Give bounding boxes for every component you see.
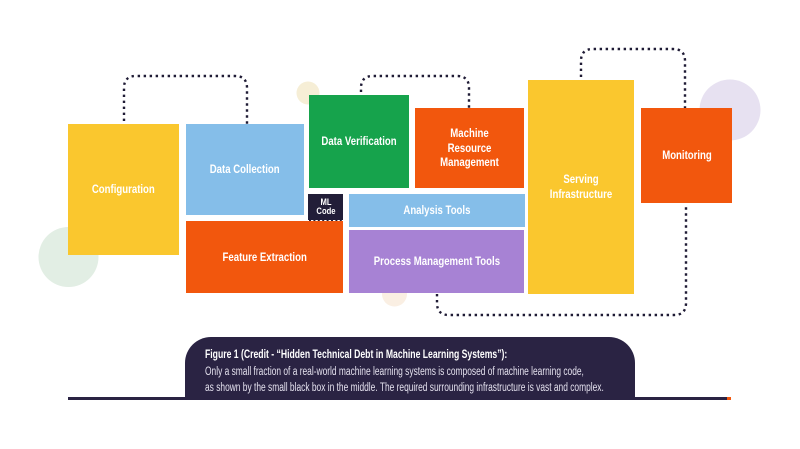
figure-caption: Figure 1 (Credit - “Hidden Technical Deb… — [185, 337, 635, 397]
box-serving-infrastructure: Serving Infrastructure — [528, 80, 634, 294]
box-ml-code: ML Code — [308, 194, 343, 220]
box-feature-extraction-label: Feature Extraction — [222, 249, 307, 264]
box-process-management-tools-label: Process Management Tools — [373, 254, 500, 269]
box-configuration-label: Configuration — [92, 182, 155, 197]
box-analysis-tools: Analysis Tools — [349, 194, 525, 227]
box-feature-extraction: Feature Extraction — [186, 221, 343, 293]
caption-baseline — [68, 397, 727, 400]
box-process-management-tools: Process Management Tools — [349, 230, 524, 293]
dashed-connector-configuration-to-data-collection — [122, 74, 249, 127]
caption-body-line1: Only a small fraction of a real-world ma… — [205, 366, 584, 378]
box-machine-resource-management: Machine Resource Management — [415, 108, 524, 188]
box-ml-code-label: ML Code — [315, 196, 336, 216]
box-data-verification-label: Data Verification — [321, 134, 397, 149]
box-data-collection-label: Data Collection — [210, 162, 280, 177]
caption-body-line2: as shown by the small black box in the m… — [205, 381, 604, 394]
box-data-verification: Data Verification — [309, 95, 409, 188]
box-configuration: Configuration — [68, 124, 179, 255]
box-data-collection: Data Collection — [186, 124, 304, 215]
box-serving-infrastructure-label: Serving Infrastructure — [549, 172, 613, 201]
box-analysis-tools-label: Analysis Tools — [403, 203, 471, 218]
dashed-connector-data-verification-to-mrm — [359, 74, 471, 111]
box-monitoring: Monitoring — [641, 108, 732, 203]
box-monitoring-label: Monitoring — [661, 148, 712, 163]
caption-title: Figure 1 (Credit - “Hidden Technical Deb… — [205, 347, 508, 361]
dashed-connector-process-tools-to-monitoring — [435, 204, 688, 317]
box-machine-resource-management-label: Machine Resource Management — [440, 126, 499, 170]
caption-baseline-orange-tip — [727, 397, 731, 400]
